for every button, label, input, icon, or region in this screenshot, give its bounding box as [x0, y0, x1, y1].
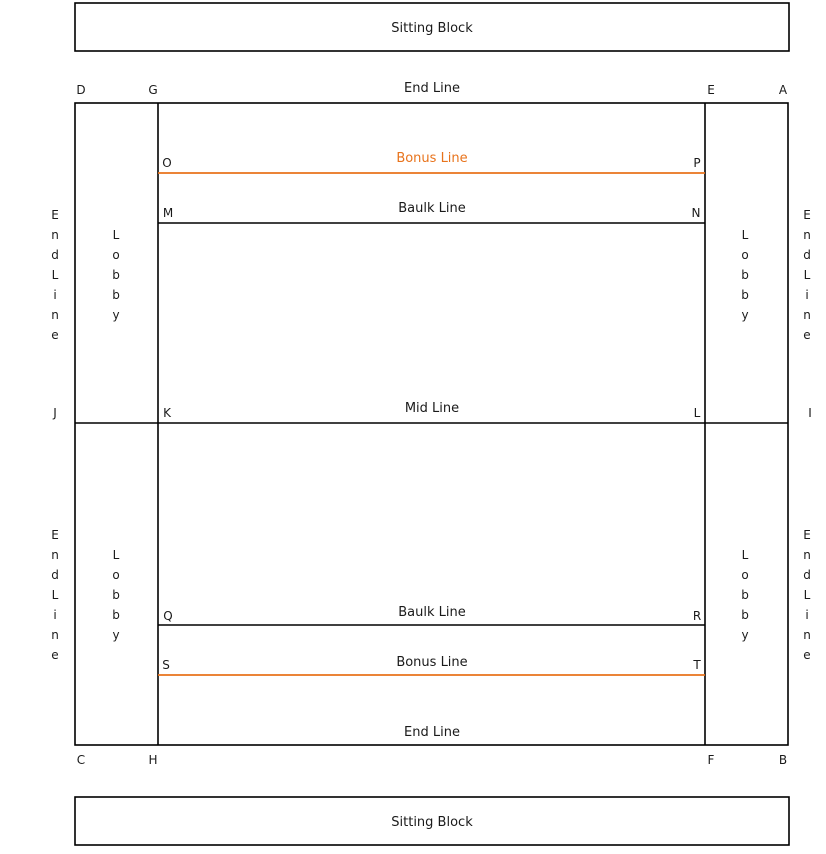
end-line-left-top-letter: E [51, 208, 59, 222]
point-g: G [148, 83, 157, 97]
point-c: C [77, 753, 85, 767]
end-line-right-top-letter: e [803, 328, 810, 342]
lobby-right-bottom-letter: L [742, 548, 749, 562]
lobby-left-top-letter: y [112, 308, 119, 322]
bonus-line-bottom-label: Bonus Line [396, 655, 467, 670]
point-m: M [163, 206, 173, 220]
point-s: S [162, 658, 170, 672]
point-n: N [692, 206, 701, 220]
bonus-line-top-label: Bonus Line [396, 151, 467, 166]
point-f: F [708, 753, 715, 767]
point-l: L [694, 406, 701, 420]
lobby-left-top-letter: L [113, 228, 120, 242]
point-d: D [76, 83, 85, 97]
sitting-block-top [74, 2, 790, 52]
lobby-right-bottom-letter: b [741, 608, 749, 622]
point-k: K [163, 406, 172, 420]
end-line-right-bottom-letter: e [803, 648, 810, 662]
lobby-left-bottom-letter: y [112, 628, 119, 642]
baulk-line-bottom-label: Baulk Line [398, 605, 466, 620]
end-line-left-bottom-letter: i [53, 608, 56, 622]
end-line-right-bottom-letter: d [803, 568, 811, 582]
lobby-right-top-letter: b [741, 268, 749, 282]
end-line-right-bottom-letter: i [805, 608, 808, 622]
end-line-left-bottom-letter: e [51, 648, 58, 662]
lobby-right-bottom-letter: y [741, 628, 748, 642]
sitting-block-top-label: Sitting Block [391, 21, 473, 36]
lobby-right-bottom-letter: b [741, 588, 749, 602]
point-b: B [779, 753, 787, 767]
end-line-right-bottom-letter: n [803, 548, 811, 562]
end-line-left-bottom-letter: n [51, 628, 59, 642]
point-e: E [707, 83, 715, 97]
end-line-right-top-letter: L [804, 268, 811, 282]
end-line-left-top-letter: L [52, 268, 59, 282]
point-a: A [779, 83, 788, 97]
end-line-right-bottom-letter: E [803, 528, 811, 542]
end-line-right-top-letter: E [803, 208, 811, 222]
lobby-right-top-letter: b [741, 288, 749, 302]
point-q: Q [163, 609, 172, 623]
end-line-right-bottom-letter: L [804, 588, 811, 602]
point-j: J [52, 406, 57, 420]
end-line-right-bottom-letter: n [803, 628, 811, 642]
sitting-block-bottom-label: Sitting Block [391, 815, 473, 830]
end-line-left-top-letter: n [51, 228, 59, 242]
lobby-left-top-letter: b [112, 268, 120, 282]
baulk-line-top-label: Baulk Line [398, 201, 466, 216]
end-line-top-label: End Line [404, 81, 460, 96]
end-line-bottom-label: End Line [404, 725, 460, 740]
lobby-right-top-letter: y [741, 308, 748, 322]
lobby-left-bottom-letter: b [112, 588, 120, 602]
lobby-left-bottom-letter: b [112, 608, 120, 622]
end-line-left-bottom-letter: d [51, 568, 59, 582]
point-h: H [148, 753, 157, 767]
point-p: P [693, 156, 700, 170]
point-o: O [162, 156, 171, 170]
end-line-right-top-letter: d [803, 248, 811, 262]
end-line-right-top-letter: n [803, 228, 811, 242]
end-line-left-bottom-letter: L [52, 588, 59, 602]
end-line-right-top-letter: i [805, 288, 808, 302]
sitting-block-bottom [74, 796, 790, 846]
point-i: I [808, 406, 812, 420]
lobby-left-top-letter: o [112, 248, 119, 262]
end-line-right-top-letter: n [803, 308, 811, 322]
lobby-left-bottom-letter: o [112, 568, 119, 582]
point-r: R [693, 609, 701, 623]
point-t: T [692, 658, 701, 672]
end-line-left-top-letter: n [51, 308, 59, 322]
end-line-left-top-letter: e [51, 328, 58, 342]
end-line-left-top-letter: i [53, 288, 56, 302]
lobby-right-bottom-letter: o [741, 568, 748, 582]
lobby-left-bottom-letter: L [113, 548, 120, 562]
mid-line-label: Mid Line [405, 401, 459, 416]
lobby-right-top-letter: L [742, 228, 749, 242]
end-line-left-bottom-letter: n [51, 548, 59, 562]
lobby-right-top-letter: o [741, 248, 748, 262]
lobby-left-top-letter: b [112, 288, 120, 302]
court-boundary [74, 102, 789, 746]
end-line-left-top-letter: d [51, 248, 59, 262]
end-line-left-bottom-letter: E [51, 528, 59, 542]
